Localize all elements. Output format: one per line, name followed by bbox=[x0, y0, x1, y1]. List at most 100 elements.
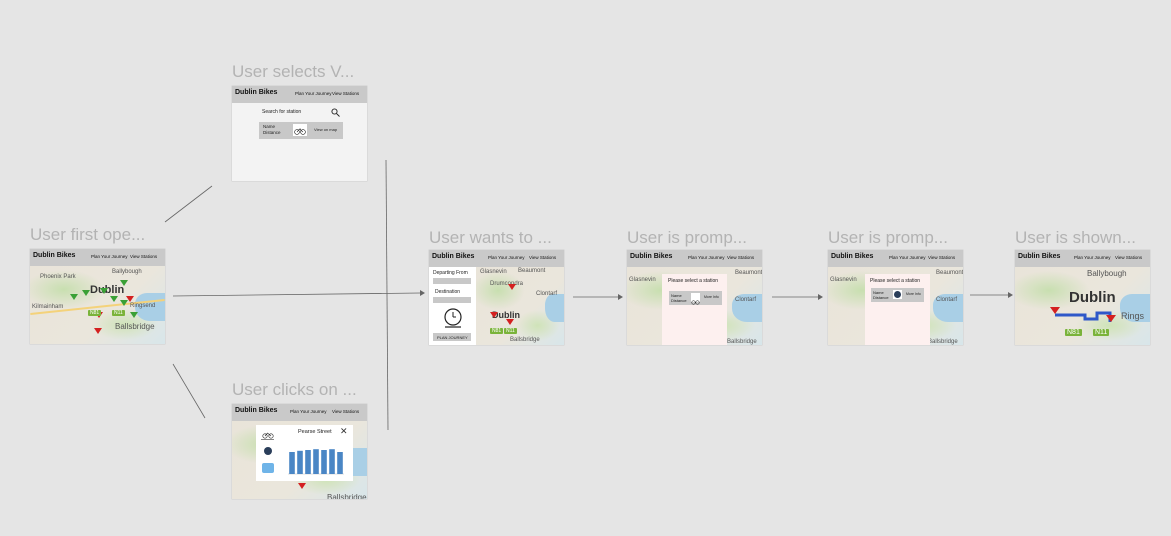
map-label-beaumont: Beaumont bbox=[518, 268, 546, 274]
map-label-clontarf: Clontarf bbox=[735, 297, 757, 303]
nav-plan-journey[interactable]: Plan Your Journey bbox=[488, 255, 525, 260]
nav-view-stations[interactable]: View Stations bbox=[332, 91, 360, 96]
connector-f1-f4 bbox=[172, 292, 421, 297]
clock-icon[interactable] bbox=[443, 307, 463, 329]
station-distance-label: Distance bbox=[873, 295, 889, 300]
frame-title-plan-journey: User wants to ... bbox=[429, 228, 552, 247]
station-marker[interactable] bbox=[94, 328, 102, 334]
tab-underline bbox=[261, 439, 274, 440]
select-station-popup: Please select a station Name Distance Mo… bbox=[865, 274, 930, 345]
brand-logo: Dublin Bikes bbox=[831, 253, 874, 260]
station-name-label: Name bbox=[873, 290, 884, 295]
frame-title-first-open: User first ope... bbox=[30, 225, 146, 244]
nav-plan-journey[interactable]: Plan Your Journey bbox=[889, 255, 926, 260]
brand-logo: Dublin Bikes bbox=[432, 253, 475, 260]
map-label-dublin: Dublin bbox=[492, 310, 520, 320]
station-marker[interactable] bbox=[82, 290, 90, 296]
station-info-popup: Pearse Street ✕ bbox=[256, 425, 353, 481]
map-water bbox=[1120, 294, 1150, 322]
station-marker[interactable] bbox=[508, 284, 516, 290]
bike-tab-icon[interactable] bbox=[262, 430, 274, 439]
map-label-dublin: Dublin bbox=[1069, 289, 1116, 306]
station-marker[interactable] bbox=[490, 312, 498, 318]
brand-logo: Dublin Bikes bbox=[235, 407, 278, 414]
brand-logo: Dublin Bikes bbox=[235, 89, 278, 96]
bike-icon bbox=[691, 293, 700, 305]
close-icon[interactable]: ✕ bbox=[340, 426, 348, 436]
plan-journey-button[interactable]: PLAN JOURNEY bbox=[433, 333, 471, 341]
chart-bar bbox=[321, 450, 327, 474]
station-marker[interactable] bbox=[126, 296, 134, 302]
map-label-kilmainham: Kilmainham bbox=[32, 304, 64, 310]
map-water bbox=[544, 294, 564, 322]
nav-view-stations[interactable]: View Stations bbox=[529, 255, 557, 260]
search-icon[interactable] bbox=[331, 108, 340, 117]
brand-logo: Dublin Bikes bbox=[630, 253, 673, 260]
route-line bbox=[1055, 311, 1112, 322]
arrowhead-f6 bbox=[818, 294, 823, 300]
nav-view-stations[interactable]: View Stations bbox=[130, 254, 158, 259]
station-option-row[interactable]: Name Distance More Info bbox=[871, 288, 924, 302]
map-water bbox=[732, 294, 762, 322]
frame-title-station-click: User clicks on ... bbox=[232, 380, 357, 399]
map[interactable]: Phoenix Park Kilmainham Ballybough Rings… bbox=[30, 266, 165, 344]
departing-from-label: Departing From bbox=[433, 270, 468, 276]
more-info-link[interactable]: More Info bbox=[906, 292, 921, 296]
station-name-label: Name bbox=[671, 293, 682, 298]
frame-title-prompt-parking: User is promp... bbox=[828, 228, 948, 247]
station-marker[interactable] bbox=[506, 319, 514, 325]
station-marker[interactable] bbox=[120, 300, 128, 306]
map[interactable]: Glasnevin Beaumont Drumcondra Clontarf D… bbox=[476, 267, 564, 345]
map[interactable]: Ballybough Dublin Rings N81 N11 bbox=[1015, 267, 1150, 345]
nav-plan-journey[interactable]: Plan Your Journey bbox=[91, 254, 128, 259]
start-marker[interactable] bbox=[1050, 307, 1060, 314]
navbar: Dublin Bikes Plan Your Journey View Stat… bbox=[627, 250, 762, 267]
more-info-link[interactable]: More Info bbox=[704, 295, 719, 299]
view-on-map-link[interactable]: View on map bbox=[314, 127, 338, 132]
nav-view-stations[interactable]: View Stations bbox=[727, 255, 755, 260]
frame-title-prompt-bike: User is promp... bbox=[627, 228, 747, 247]
map-label-rings: Rings bbox=[1121, 311, 1145, 321]
navbar: Dublin Bikes Plan Your Journey View Stat… bbox=[429, 250, 564, 267]
map-label-clontarf: Clontarf bbox=[936, 297, 958, 303]
plan-journey-panel: Departing From Destination PLAN JOURNEY bbox=[429, 267, 476, 345]
nav-plan-journey[interactable]: Plan Your Journey bbox=[688, 255, 725, 260]
chart-bar bbox=[305, 450, 311, 474]
nav-view-stations[interactable]: View Stations bbox=[1115, 255, 1143, 260]
nav-plan-journey[interactable]: Plan Your Journey bbox=[295, 91, 332, 96]
search-input[interactable]: Search for station bbox=[262, 109, 302, 115]
station-marker[interactable] bbox=[100, 288, 108, 294]
nav-view-stations[interactable]: View Stations bbox=[928, 255, 956, 260]
station-result-row[interactable]: Name Distance View on map bbox=[259, 122, 343, 139]
frame-plan-journey: Dublin Bikes Plan Your Journey View Stat… bbox=[429, 250, 564, 345]
arrowhead-f4 bbox=[420, 290, 425, 296]
road-shield: N11 bbox=[504, 328, 517, 334]
map-label-glasnevin: Glasnevin bbox=[830, 277, 857, 283]
frame-prompt-bike: Dublin Bikes Plan Your Journey View Stat… bbox=[627, 250, 762, 345]
station-marker[interactable] bbox=[110, 296, 118, 302]
connector-vertical bbox=[385, 159, 389, 431]
map-label-ringsend: Ringsend bbox=[130, 303, 156, 309]
chart-bar bbox=[289, 452, 295, 474]
station-marker[interactable] bbox=[70, 294, 78, 300]
departing-from-input[interactable] bbox=[433, 278, 471, 284]
destination-input[interactable] bbox=[433, 297, 471, 303]
station-option-row[interactable]: Name Distance More Info bbox=[669, 291, 722, 305]
nav-plan-journey[interactable]: Plan Your Journey bbox=[1074, 255, 1111, 260]
station-marker[interactable] bbox=[130, 312, 138, 318]
road-shield: N81 bbox=[490, 328, 504, 334]
chart-bar bbox=[337, 452, 343, 474]
availability-chart bbox=[288, 449, 344, 475]
parking-tab-icon[interactable] bbox=[264, 447, 272, 455]
station-distance-label: Distance bbox=[671, 298, 687, 303]
station-marker[interactable] bbox=[120, 280, 128, 286]
end-marker[interactable] bbox=[1106, 315, 1116, 322]
map-label-ballsbridge: Ballsbridge bbox=[928, 339, 958, 345]
parking-icon bbox=[893, 290, 902, 299]
map-label-ballsbridge: Ballsbridge bbox=[327, 493, 367, 499]
nav-plan-journey[interactable]: Plan Your Journey bbox=[290, 409, 327, 414]
weather-tab-icon[interactable] bbox=[262, 463, 274, 473]
map-label-beaumont: Beaumont bbox=[936, 270, 963, 276]
nav-view-stations[interactable]: View Stations bbox=[332, 409, 360, 414]
station-marker[interactable] bbox=[298, 483, 306, 489]
